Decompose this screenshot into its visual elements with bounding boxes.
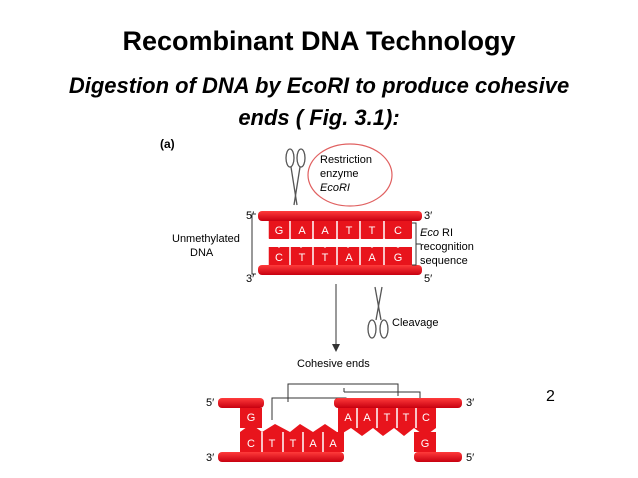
subtitle-line-2: ends ( Fig. 3.1): xyxy=(238,105,400,130)
top-base-2: A xyxy=(298,225,306,237)
left-frag-bottom-base-2: T xyxy=(269,438,276,450)
slide-title: Recombinant DNA Technology xyxy=(122,26,516,56)
bottom-base-4: A xyxy=(345,252,353,264)
right-frag-three-prime: 3′ xyxy=(466,397,474,409)
left-frag-bottom-base-4: A xyxy=(309,438,317,450)
cleavage-label: Cleavage xyxy=(392,317,438,329)
bottom-base-5: A xyxy=(368,252,376,264)
bottom-base-6: G xyxy=(394,252,403,264)
right-frag-top-base-1: A xyxy=(344,412,352,424)
base-pair-zigzag xyxy=(267,238,413,248)
dna-label-line2: DNA xyxy=(190,247,214,259)
right-fragment xyxy=(334,398,462,462)
left-frag-five-prime: 5′ xyxy=(206,397,214,409)
dna-bracket xyxy=(251,213,256,275)
right-frag-five-prime: 5′ xyxy=(466,452,474,464)
right-frag-top-base-4: T xyxy=(403,412,410,424)
top-base-3: A xyxy=(321,225,329,237)
enzyme-bubble xyxy=(307,143,393,207)
enzyme-label-line1: Restriction xyxy=(320,154,372,166)
bottom-base-3: T xyxy=(322,252,329,264)
bottom-base-2: T xyxy=(299,252,306,264)
left-frag-top-base: G xyxy=(247,412,256,424)
right-frag-top-base-3: T xyxy=(384,412,391,424)
dna-label-line1: Unmethylated xyxy=(172,233,240,245)
cohesive-bracket-outer xyxy=(287,383,399,402)
left-frag-bottom-base-3: T xyxy=(290,438,297,450)
left-frag-bottom-base-1: C xyxy=(247,438,255,450)
cohesive-label: Cohesive ends xyxy=(297,358,370,370)
top-base-6: C xyxy=(394,225,402,237)
top-base-band xyxy=(268,221,412,239)
bottom-five-prime: 5′ xyxy=(424,273,432,285)
right-frag-bottom-base: G xyxy=(421,438,430,450)
top-three-prime: 3′ xyxy=(424,210,432,222)
right-frag-top-base-5: C xyxy=(422,412,430,424)
arrow-head-icon xyxy=(332,344,340,352)
top-base-4: T xyxy=(346,225,353,237)
top-strand xyxy=(258,211,422,221)
left-frag-bottom-base-5: A xyxy=(329,438,337,450)
recognition-label-line1: Eco RI xyxy=(420,227,453,239)
enzyme-label-line2: enzyme xyxy=(320,168,359,180)
panel-label: (a) xyxy=(160,137,175,151)
page-number: 2 xyxy=(546,388,555,405)
bottom-base-1: C xyxy=(275,252,283,264)
left-frag-three-prime: 3′ xyxy=(206,452,214,464)
bottom-base-band xyxy=(268,247,412,265)
slide-subtitle: Digestion of DNA by EcoRI to produce coh… xyxy=(14,70,624,134)
subtitle-line-1: Digestion of DNA by EcoRI to produce coh… xyxy=(68,73,570,98)
enzyme-label-line3: EcoRI xyxy=(320,182,350,194)
top-five-prime: 5′ xyxy=(246,210,254,222)
recognition-label-line3: sequence xyxy=(420,255,468,267)
top-base-1: G xyxy=(275,225,284,237)
top-base-5: T xyxy=(369,225,376,237)
left-fragment xyxy=(218,398,344,462)
bottom-three-prime: 3′ xyxy=(246,273,254,285)
base-dividers xyxy=(267,221,385,265)
right-frag-top-base-2: A xyxy=(363,412,371,424)
recognition-label-line2: recognition xyxy=(420,241,474,253)
bottom-strand xyxy=(258,265,422,275)
recognition-bracket xyxy=(412,222,421,266)
scissors-top-icon xyxy=(285,148,306,206)
scissors-bottom-icon xyxy=(367,286,389,339)
